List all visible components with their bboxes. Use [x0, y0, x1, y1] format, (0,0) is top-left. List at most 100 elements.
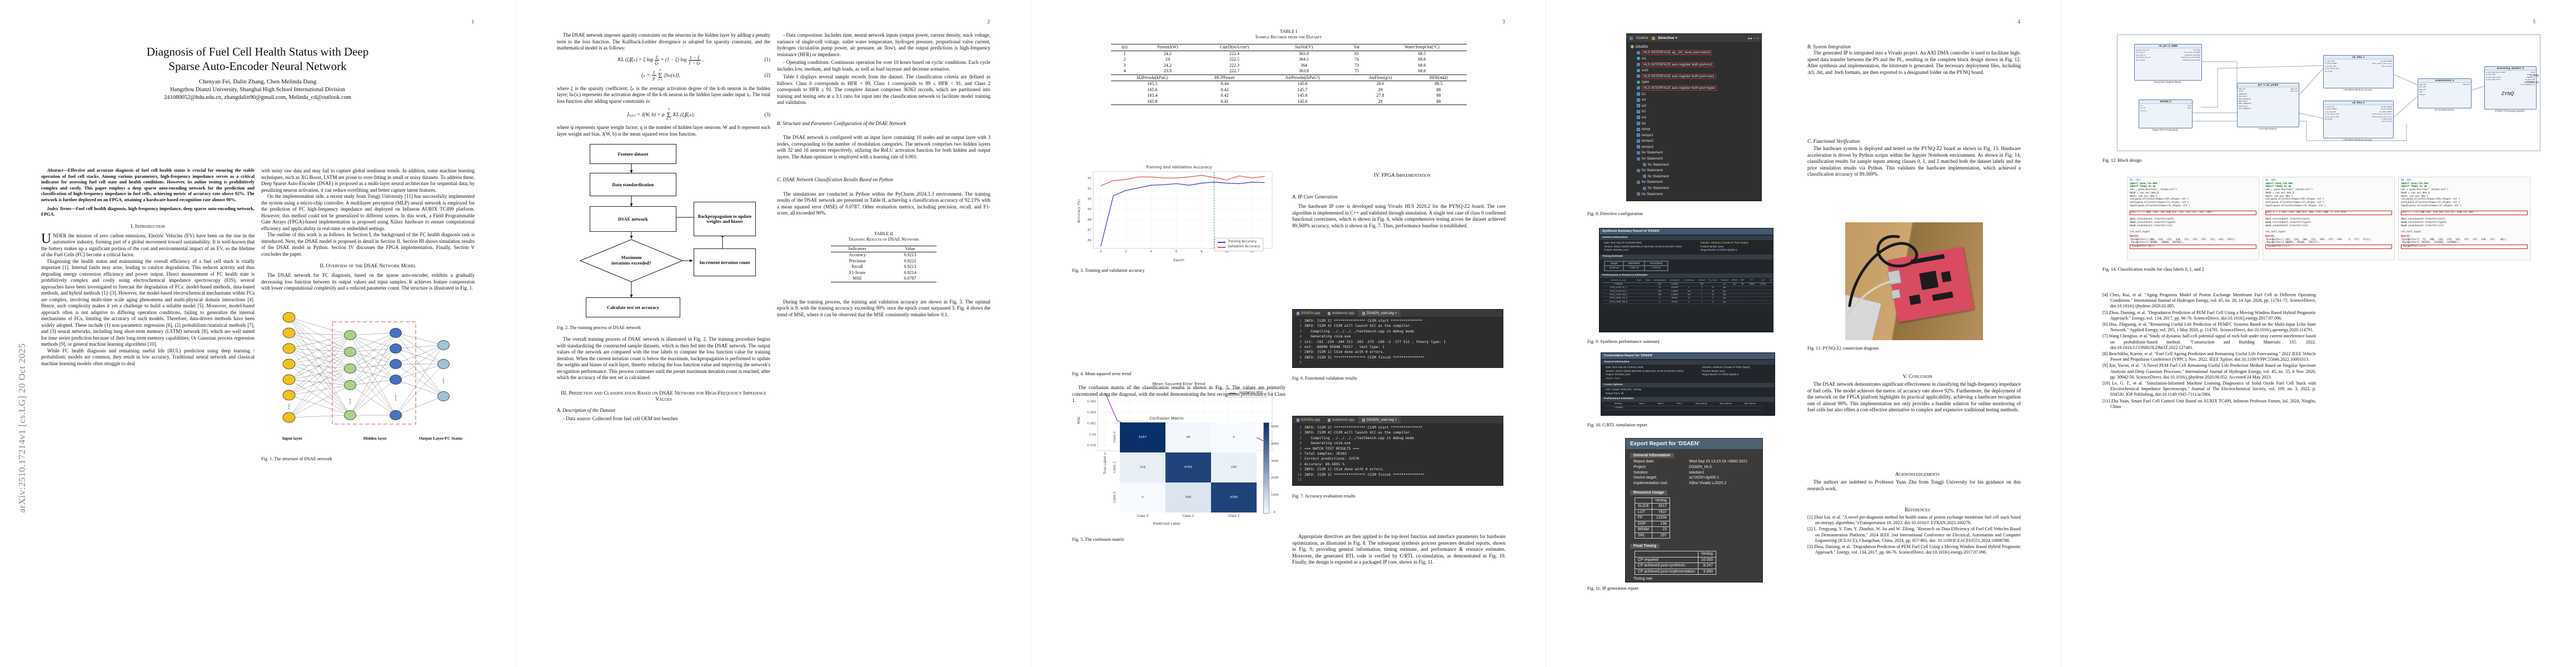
code-line: in1,out1,type1 — [2401, 231, 2421, 234]
code-line: dma0.recvchannel.transfer(type1) — [2265, 221, 2311, 225]
lines-item: dcm_locked — [2136, 58, 2145, 61]
tab-outline: Outline — [1630, 36, 1648, 40]
tabs-item: DSAEN_csim.log × — [1358, 310, 1401, 317]
figure-11-export-report: Export Report for 'DSAEN' General Inform… — [1625, 438, 1763, 583]
code-line: import numpy as np — [2401, 185, 2427, 188]
tree-item: for Statement — [1628, 185, 1760, 191]
lines-item: m_axi_mm2s_aclk — [2325, 113, 2339, 116]
lines-item: DDR — [2531, 71, 2535, 73]
kv-item: Implementation tool:Xilinx Vivado v.2020… — [1633, 481, 1727, 486]
fig34-discussion-paragraph: During the training process, the trainin… — [777, 298, 990, 317]
lines-item: peripheral_reset[0:0] — [2184, 53, 2200, 56]
timing-met-note: Timing met — [1633, 577, 1652, 581]
refs-item: [4] Chen, Kui, et al. "Aging Prognosis M… — [2102, 292, 2316, 309]
lines-item: S_AXI_LITE — [2325, 106, 2335, 108]
svg-text:90: 90 — [1088, 197, 1092, 201]
resource-usage-section: Resource Usage — [1630, 490, 1667, 495]
svg-text:0.078: 0.078 — [1087, 444, 1096, 447]
page-2: 2 The DSAE network imposes sparsity cons… — [515, 0, 1031, 667]
lines-item: s2mm_prmry_reset_out_n — [2371, 115, 2392, 118]
lines-item: ARESETN — [2239, 92, 2247, 95]
code-line: in1=pynq.allocate(shape=(10),dtype= int … — [2401, 198, 2460, 201]
code-line: in1[:] = [-191,-224,-304,511,-303,-275,-… — [2265, 211, 2392, 215]
section-4-heading: IV. FPGA Implementation — [1373, 172, 1431, 178]
where-paragraph-1: where ξ is the sparsity coefficient; ξₖ … — [557, 85, 770, 104]
figure-10-caption: Fig. 10. C/RTL simulation report — [1587, 422, 1647, 427]
lines-item: bus_struct_reset[0:0] — [2184, 51, 2200, 54]
lines-item: Target device: xc7z020-clg400-1 — [1702, 373, 1739, 376]
confusion-cell: 588 — [1165, 482, 1211, 512]
output-line: PynqBuffer([0])) — [2130, 245, 2256, 249]
tree-item: DSAEN — [1628, 44, 1760, 50]
code-line: import pynq.lib.dma — [2401, 182, 2429, 185]
ext-port-fixedio: ▷ FIXED_IO — [2524, 81, 2539, 83]
table1-discussion-paragraph: Table I displays several sample records … — [777, 74, 990, 105]
tabs-item: DSAEN_csim.log × — [1358, 416, 1401, 424]
p2-col1: The DSAE network imposes sparsity constr… — [557, 32, 770, 644]
svg-text:⋮: ⋮ — [441, 378, 446, 384]
tree-item: for Statement — [1628, 180, 1760, 186]
numbered-item: 4 Generating csim.exe — [1299, 441, 1351, 446]
flow-data-standardization: Data standardization — [590, 173, 676, 197]
general-information-section: General Information — [1600, 235, 1773, 241]
references-1-3: [1] Zhao Lei, et al. "A novel pre-diagno… — [1807, 515, 2021, 556]
fig3-xlabel: Epoch — [1173, 258, 1184, 262]
panel-window-icons: ◂ ▸ ─ ▪ — [1747, 36, 1758, 41]
svg-text:0: 0 — [1100, 250, 1102, 253]
output-line: PynqBuffer([-56909, 58066, -84796]), — [2130, 241, 2185, 245]
lines-item: Project: DSAEN_HLS — [1604, 248, 1629, 252]
lines-item: Target device: xc7z020-clg400-1 — [1700, 248, 1737, 252]
svg-text:87: 87 — [1088, 228, 1092, 232]
lines-item: FCLK_RESET0_N — [2520, 83, 2535, 86]
figure-6-caption: Fig. 6. Functional validation results — [1292, 376, 1357, 381]
lines-item: m_axi_s2mm_aclk — [2325, 67, 2339, 70]
system-integration-paragraph: The generated IP is integrated into a Vi… — [1807, 50, 2021, 75]
lines-item: s_axi_lite_aclk — [2325, 64, 2336, 67]
code-line: dma1= con.axi_dma_1 — [2265, 195, 2293, 198]
col2-paragraph-1: with noisy raw data and may fail to capt… — [261, 168, 475, 193]
svg-text:⋮: ⋮ — [286, 404, 292, 410]
tree-item: w3 — [1628, 115, 1760, 121]
synthesis-report-title: Synthesis Summary Report of 'DSAEN' — [1600, 228, 1773, 235]
code-line: in1,out1,type1 — [2265, 231, 2286, 234]
refs-item: [7] Wang Chengtao, et al."Study of dynam… — [2102, 334, 2316, 350]
confusion-cell: 96 — [1165, 422, 1211, 452]
where-paragraph-2: where ψ represents sparse weight factor;… — [557, 125, 770, 137]
kv-item: Project:DSAEN_HLS — [1633, 465, 1712, 469]
page-number: 3 — [1502, 19, 1506, 24]
svg-text:⋮: ⋮ — [347, 399, 353, 405]
lines-item: S_AXIS_S2MM — [2325, 108, 2337, 111]
lines-item: S01_AXI — [2419, 86, 2426, 88]
lines-item: M_AXI_S2MM — [2381, 60, 2392, 62]
code-line: import pynq.lib.dma — [2265, 182, 2293, 185]
ext-port-ddr: ▷ DDR — [2530, 74, 2539, 77]
output-line: (PynqBuffer([-408, -224, -315, 430, 511,… — [2130, 238, 2236, 241]
training-process-paragraph: The overall training process of DSAE net… — [557, 336, 770, 381]
svg-text:0.082: 0.082 — [1087, 422, 1096, 425]
numbered-item: 3 Compiling ../../../../testbench.cpp in… — [1299, 329, 1414, 334]
svg-text:0: 0 — [1104, 452, 1106, 456]
lines-item: Product family: zynq — [1700, 245, 1723, 248]
section-3-heading: III. Prediction and Classification Based… — [561, 390, 766, 402]
